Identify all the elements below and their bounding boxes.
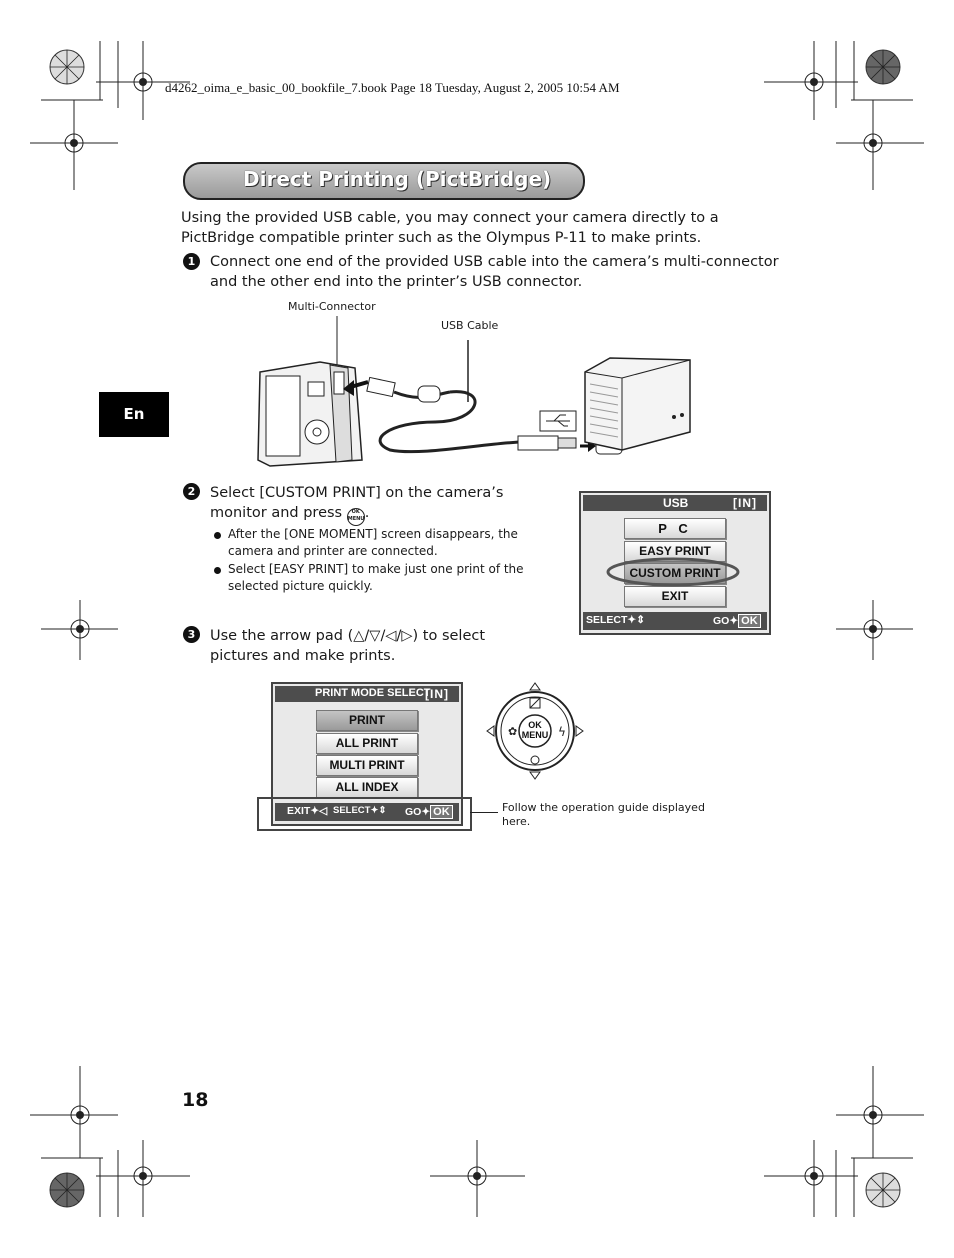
- language-tab-en: En: [99, 392, 169, 437]
- bullet-dot: [214, 567, 221, 574]
- usb-screen-footer: SELECT✦⇕ GO✦OK: [583, 612, 767, 630]
- ok-key-icon: OK: [738, 614, 761, 628]
- label-usb-cable: USB Cable: [441, 319, 499, 332]
- footer-select-label: SELECT✦⇕: [586, 614, 646, 626]
- memory-indicator: [IN]: [733, 496, 757, 510]
- footer-go-text: GO: [713, 615, 730, 627]
- printer-image: [584, 357, 691, 451]
- center-ok-text: OK: [528, 720, 542, 730]
- footer-exit-text: EXIT: [287, 805, 311, 817]
- ok-menu-icon-bottom: MENU: [347, 516, 365, 522]
- print-mode-titlebar: PRINT MODE SELECT [IN]: [275, 686, 459, 702]
- menu-option-multi-print[interactable]: MULTI PRINT: [316, 755, 418, 776]
- intro-paragraph: Using the provided USB cable, you may co…: [181, 210, 719, 246]
- step-3-text-end: ) to select pictures and make prints.: [210, 628, 486, 664]
- print-mode-title: PRINT MODE SELECT: [315, 687, 431, 699]
- step-2-number: 2: [183, 483, 200, 500]
- center-menu-text: MENU: [521, 730, 549, 740]
- step-2-text: Select [CUSTOM PRINT] on the camera’s mo…: [210, 483, 530, 526]
- footer-go-label: GO✦OK: [405, 805, 453, 819]
- page-title: Direct Printing (PictBridge): [243, 167, 552, 191]
- page-number: 18: [182, 1089, 209, 1111]
- operation-guide-frame: [257, 797, 472, 831]
- menu-option-all-print[interactable]: ALL PRINT: [316, 733, 418, 754]
- print-mode-lcd-screen: PRINT MODE SELECT [IN] PRINT ALL PRINT M…: [271, 682, 463, 826]
- step-2-text-end: .: [364, 505, 370, 521]
- svg-text:ϟ: ϟ: [558, 725, 566, 739]
- ok-menu-icon-top: OK: [351, 509, 360, 515]
- step-2-bullet-2: Select [EASY PRINT] to make just one pri…: [228, 562, 524, 593]
- usb-lcd-screen: USB [IN] P C EASY PRINT CUSTOM PRINT EXI…: [579, 491, 771, 635]
- selection-highlight-ellipse: [606, 557, 740, 587]
- label-multi-connector: Multi-Connector: [288, 300, 376, 313]
- print-mode-footer: EXIT✦◁ SELECT✦⇕ GO✦OK: [275, 803, 459, 821]
- bullet-dot: [214, 532, 221, 539]
- menu-option-print[interactable]: PRINT: [316, 710, 418, 731]
- usb-screen-title: USB: [663, 496, 689, 510]
- memory-indicator: [IN]: [425, 687, 449, 701]
- footer-exit-label: EXIT✦◁: [287, 805, 328, 817]
- ok-key-icon: OK: [430, 805, 453, 819]
- print-header-line: d4262_oima_e_basic_00_bookfile_7.book Pa…: [165, 80, 620, 95]
- ok-menu-center-label: OK MENU: [519, 720, 551, 740]
- camera-printer-connection-illustration: [257, 316, 691, 467]
- step-3-text: Use the arrow pad (△/▽/◁/▷) to select pi…: [210, 626, 520, 666]
- menu-option-exit[interactable]: EXIT: [624, 586, 726, 607]
- arrow-pad-glyphs: △/▽/◁/▷: [353, 628, 413, 644]
- step-3-text-start: Use the arrow pad (: [210, 628, 354, 644]
- arrow-pad-diagram: ✿ ϟ: [486, 682, 584, 780]
- step-1-number: 1: [183, 253, 200, 270]
- footer-select-label: SELECT✦⇕: [333, 805, 387, 816]
- step-2-bullet-1: After the [ONE MOMENT] screen disappears…: [228, 527, 518, 558]
- footer-go-label: GO✦OK: [713, 614, 761, 628]
- guide-leader-line: [470, 812, 498, 813]
- footer-select-text: SELECT: [333, 805, 371, 816]
- menu-option-easy-print[interactable]: EASY PRINT: [624, 541, 726, 562]
- guide-note: Follow the operation guide displayed her…: [502, 801, 705, 828]
- title-banner: [183, 162, 585, 200]
- footer-go-text: GO: [405, 806, 422, 818]
- menu-option-all-index[interactable]: ALL INDEX: [316, 777, 418, 798]
- step-3-number: 3: [183, 626, 200, 643]
- step-2-text-main: Select [CUSTOM PRINT] on the camera’s mo…: [210, 485, 504, 521]
- menu-option-pc[interactable]: P C: [624, 518, 726, 539]
- svg-text:✿: ✿: [508, 725, 517, 738]
- footer-select-text: SELECT: [586, 614, 628, 626]
- step-1-text: Connect one end of the provided USB cabl…: [210, 254, 779, 290]
- camera-image: [257, 361, 363, 467]
- usb-screen-titlebar: USB [IN]: [583, 495, 767, 511]
